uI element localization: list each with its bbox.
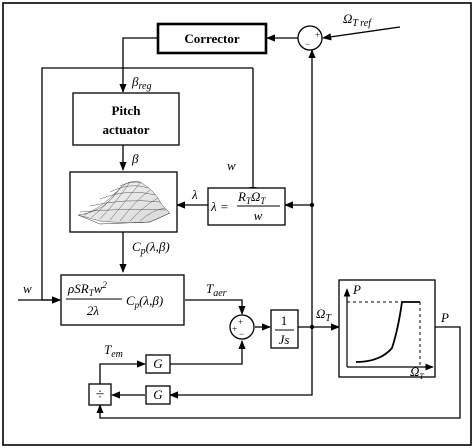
lambda-block-denominator: w (254, 208, 263, 223)
cp-main: C (132, 239, 141, 254)
cp-sub: p (140, 246, 146, 257)
signal-omega-t: ΩT (316, 306, 332, 324)
t-em-main: T (104, 342, 112, 357)
signal-wires (18, 26, 461, 419)
omega-ref-sub: T ref (352, 18, 372, 29)
gain-upper-label: G (153, 356, 163, 371)
integrator-block: 1 Js (270, 309, 299, 349)
sum-mid-minus-bottom: − (239, 329, 244, 339)
corrector-label: Corrector (184, 31, 240, 46)
signal-lambda: λ (191, 187, 198, 202)
cp-surface-block (69, 171, 178, 233)
signal-w-top: w (227, 158, 236, 173)
gain-block-upper: G (145, 354, 171, 374)
omega-t-sub: T (325, 313, 332, 324)
lambda-block-lhs: λ = (210, 199, 229, 214)
lambda-num-r-sub: T (246, 196, 252, 206)
sum-top-minus: − (305, 39, 310, 49)
lambda-block-numerator: RTΩT (237, 189, 266, 206)
torque-block-numerator: ρSRTw2 (67, 280, 107, 298)
sum-top-plus: + (315, 30, 320, 40)
torque-cp-sub: p (134, 300, 140, 310)
cp-args: (λ,β) (146, 239, 170, 254)
beta-reg-main: β (131, 74, 139, 89)
torque-block-cp: Cp(λ,β) (126, 293, 163, 310)
gain-block-lower: G (145, 385, 171, 405)
t-aer-sub: aer (213, 288, 226, 299)
summing-junction-top: + − (297, 25, 323, 51)
omega-ref-main: Ω (343, 11, 352, 26)
lambda-num-r: R (237, 189, 246, 204)
lambda-num-omega: Ω (251, 189, 260, 204)
plot-x-label-main: Ω (410, 364, 419, 379)
sum-mid-plus-top: + (238, 317, 243, 327)
pitch-label-line2: actuator (103, 122, 150, 137)
lambda-num-omega-sub: T (260, 196, 266, 206)
signal-beta-reg: βreg (131, 74, 151, 92)
signal-p-out: P (440, 310, 449, 325)
power-curve (355, 301, 420, 363)
integrator-denominator: Js (279, 332, 290, 347)
divide-symbol: ÷ (96, 387, 104, 403)
t-aer-main: T (206, 281, 214, 296)
t-em-sub: em (111, 349, 123, 360)
torque-num-base: ρSR (67, 281, 89, 296)
signal-t-aer: Taer (206, 281, 227, 299)
torque-num-sub: T (89, 288, 95, 298)
plot-y-label: P (352, 282, 361, 297)
plot-x-label-sub: T (419, 372, 424, 381)
sum-mid-plus-left: + (232, 324, 237, 334)
plot-x-label: ΩT (410, 364, 424, 381)
divide-block: ÷ (88, 383, 112, 406)
signal-cp: Cp(λ,β) (132, 239, 170, 257)
beta-reg-sub: reg (138, 81, 151, 92)
summing-junction-mid: + + − (229, 314, 255, 340)
signal-t-em: Tem (104, 342, 123, 360)
pitch-actuator-block: Pitch actuator (72, 92, 180, 146)
corrector-block: Corrector (156, 22, 268, 55)
signal-w-left: w (23, 281, 32, 296)
torque-cp-args: (λ,β) (139, 293, 163, 308)
torque-block: ρSRTw2 2λ Cp(λ,β) (60, 274, 185, 326)
cp-surface-mesh (77, 181, 171, 225)
power-curve-block: P ΩT (338, 279, 436, 381)
pitch-label-line1: Pitch (112, 103, 142, 118)
torque-num-exp: 2 (102, 280, 107, 290)
signal-beta: β (131, 151, 139, 166)
torque-cp-c: C (126, 293, 135, 308)
torque-block-denominator: 2λ (87, 303, 100, 318)
torque-num-w: w (94, 281, 103, 296)
omega-t-main: Ω (316, 306, 325, 321)
integrator-numerator: 1 (281, 313, 288, 328)
lambda-block: λ = RTΩT w (207, 187, 286, 226)
signal-omega-ref: ΩT ref (343, 11, 372, 29)
gain-lower-label: G (153, 387, 163, 402)
